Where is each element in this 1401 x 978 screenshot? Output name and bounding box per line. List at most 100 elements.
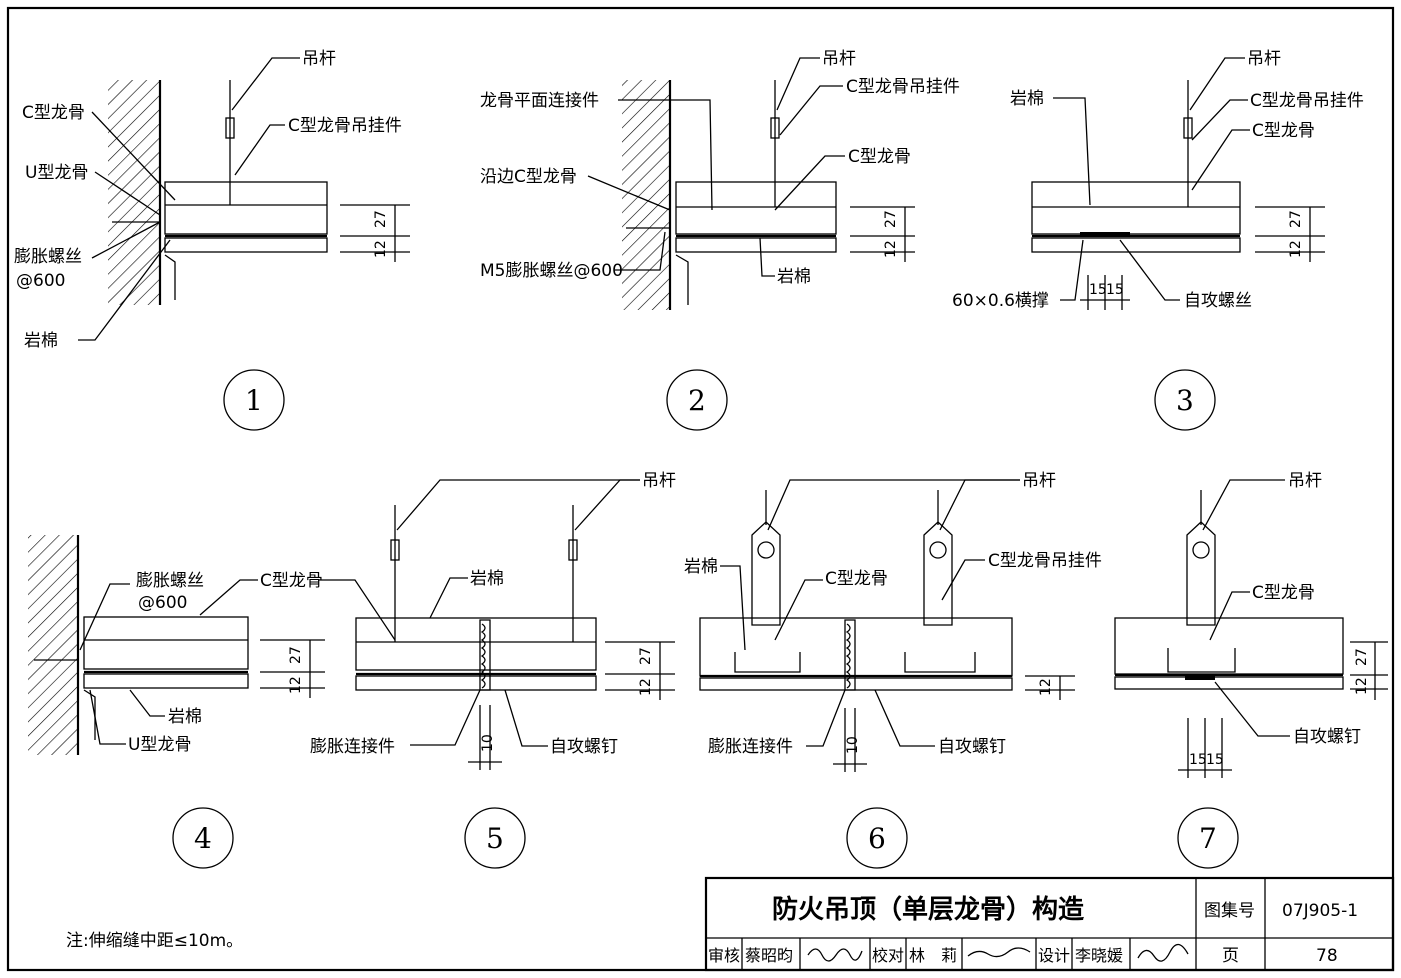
d2-c-keel-hanger-label: C型龙骨吊挂件 [846, 77, 960, 97]
board-2 [675, 237, 837, 253]
d2-rock-wool-label: 岩棉 [777, 267, 811, 287]
designer-name: 李晓媛 [1075, 946, 1123, 965]
wall-4 [28, 535, 78, 755]
d5-dim-27: 27 [638, 647, 654, 665]
hanger-bracket-6b [923, 521, 953, 626]
d7-hanger-rod-label: 吊杆 [1288, 471, 1322, 491]
d4-c-keel-label: C型龙骨 [260, 571, 323, 591]
d3-dim-27: 27 [1288, 210, 1304, 228]
d3-dim-15a: 15 [1089, 282, 1107, 298]
drawing-title: 防火吊顶（单层龙骨）构造 [772, 895, 1084, 925]
detail-7 [1114, 479, 1388, 778]
d2-keel-plane-connector-label: 龙骨平面连接件 [480, 91, 599, 111]
d5-expansion-connector-label: 膨胀连接件 [310, 737, 395, 757]
d3-self-tapping-screw-label: 自攻螺丝 [1184, 291, 1252, 311]
d4-dim-12: 12 [288, 676, 304, 694]
d3-c-keel-hanger-label: C型龙骨吊挂件 [1250, 91, 1364, 111]
atlas-label: 图集号 [1204, 901, 1255, 921]
title-block [704, 876, 1395, 972]
d5-dim-10: 10 [480, 734, 496, 752]
d7-dim-27: 27 [1354, 648, 1370, 666]
detail-7-marker [1177, 807, 1239, 869]
d5-self-tapping-nail-label: 自攻螺钉 [550, 737, 618, 757]
d2-dim-12: 12 [883, 240, 899, 258]
board-5 [355, 675, 597, 691]
d2-m5-bolt-label: M5膨胀螺丝@600 [480, 261, 623, 281]
d3-dim-12: 12 [1288, 240, 1304, 258]
detail-2-marker [666, 369, 728, 431]
hanger-bracket-7 [1186, 521, 1216, 626]
d6-dim-12: 12 [1038, 678, 1054, 696]
rock-wool-3 [1031, 181, 1241, 235]
detail-2-number: 2 [688, 384, 706, 417]
reviewer-signature [807, 948, 863, 962]
d1-c-keel-label: C型龙骨 [22, 103, 85, 123]
d6-dim-10: 10 [845, 736, 861, 754]
checker-signature [967, 947, 1031, 958]
expansion-joint-6 [844, 619, 856, 691]
d1-dim-27: 27 [373, 210, 389, 228]
d1-u-keel-label: U型龙骨 [25, 163, 88, 183]
d1-spacing-label: @600 [16, 271, 65, 291]
hanger-bracket-6a [751, 521, 781, 626]
d3-c-keel-label: C型龙骨 [1252, 121, 1315, 141]
d3-rock-wool-label: 岩棉 [1010, 89, 1044, 109]
d3-cross-brace-label: 60×0.6横撑 [952, 291, 1049, 311]
d5-hanger-rod-label: 吊杆 [642, 471, 676, 491]
d7-dim-12: 12 [1354, 677, 1370, 695]
detail-5 [318, 479, 675, 770]
board-3 [1031, 237, 1241, 253]
expansion-joint-5 [479, 619, 491, 691]
detail-4 [28, 535, 325, 755]
detail-1 [78, 57, 410, 341]
detail-4-marker [172, 807, 234, 869]
detail-6-number: 6 [868, 822, 886, 855]
reviewer-name: 蔡昭昀 [745, 946, 793, 965]
board-7 [1114, 676, 1344, 690]
d1-expansion-bolt-label: 膨胀螺丝 [14, 247, 82, 267]
d6-rock-wool-label: 岩棉 [684, 557, 718, 577]
d4-u-keel-label: U型龙骨 [128, 735, 191, 755]
detail-1-marker [223, 369, 285, 431]
detail-6-marker [846, 807, 908, 869]
detail-5-marker [464, 807, 526, 869]
detail-3-number: 3 [1176, 384, 1194, 417]
board-1 [164, 237, 328, 253]
d3-dim-15b: 15 [1106, 282, 1124, 298]
page-number: 78 [1316, 946, 1338, 966]
atlas-number: 07J905-1 [1282, 901, 1358, 921]
note: 注:伸缩缝中距≤10m。 [66, 931, 243, 951]
check-label: 校对 [872, 946, 904, 965]
d4-rock-wool-label: 岩棉 [168, 707, 202, 727]
d4-spacing-label: @600 [138, 593, 187, 613]
d7-self-tapping-nail-label: 自攻螺钉 [1293, 727, 1361, 747]
wall-1 [108, 80, 160, 305]
d1-rock-wool-label: 岩棉 [24, 331, 58, 351]
d1-dim-12: 12 [373, 240, 389, 258]
sheet-border [6, 6, 1395, 972]
d6-c-keel-hanger-label: C型龙骨吊挂件 [988, 551, 1102, 571]
detail-2 [587, 57, 915, 310]
detail-3-marker [1154, 369, 1216, 431]
d6-hanger-rod-label: 吊杆 [1022, 471, 1056, 491]
rock-wool-4 [83, 616, 249, 670]
rock-wool-7 [1114, 617, 1344, 675]
d2-c-keel-label: C型龙骨 [848, 147, 911, 167]
d5-rock-wool-label: 岩棉 [470, 569, 504, 589]
checker-name: 林 莉 [909, 946, 957, 965]
detail-7-number: 7 [1199, 822, 1217, 855]
rock-wool-2 [675, 181, 837, 235]
rock-wool-1 [164, 181, 328, 235]
d1-hanger-rod-label: 吊杆 [302, 49, 336, 69]
d1-c-keel-hanger-label: C型龙骨吊挂件 [288, 116, 402, 136]
detail-1-number: 1 [245, 384, 263, 417]
board-4 [83, 673, 249, 689]
d7-c-keel-label: C型龙骨 [1252, 583, 1315, 603]
d6-expansion-connector-label: 膨胀连接件 [708, 737, 793, 757]
d6-self-tapping-nail-label: 自攻螺钉 [938, 737, 1006, 757]
review-label: 审核 [708, 946, 740, 965]
d6-c-keel-label: C型龙骨 [825, 569, 888, 589]
rock-wool-5 [355, 617, 597, 671]
rock-wool-6 [699, 617, 1013, 677]
